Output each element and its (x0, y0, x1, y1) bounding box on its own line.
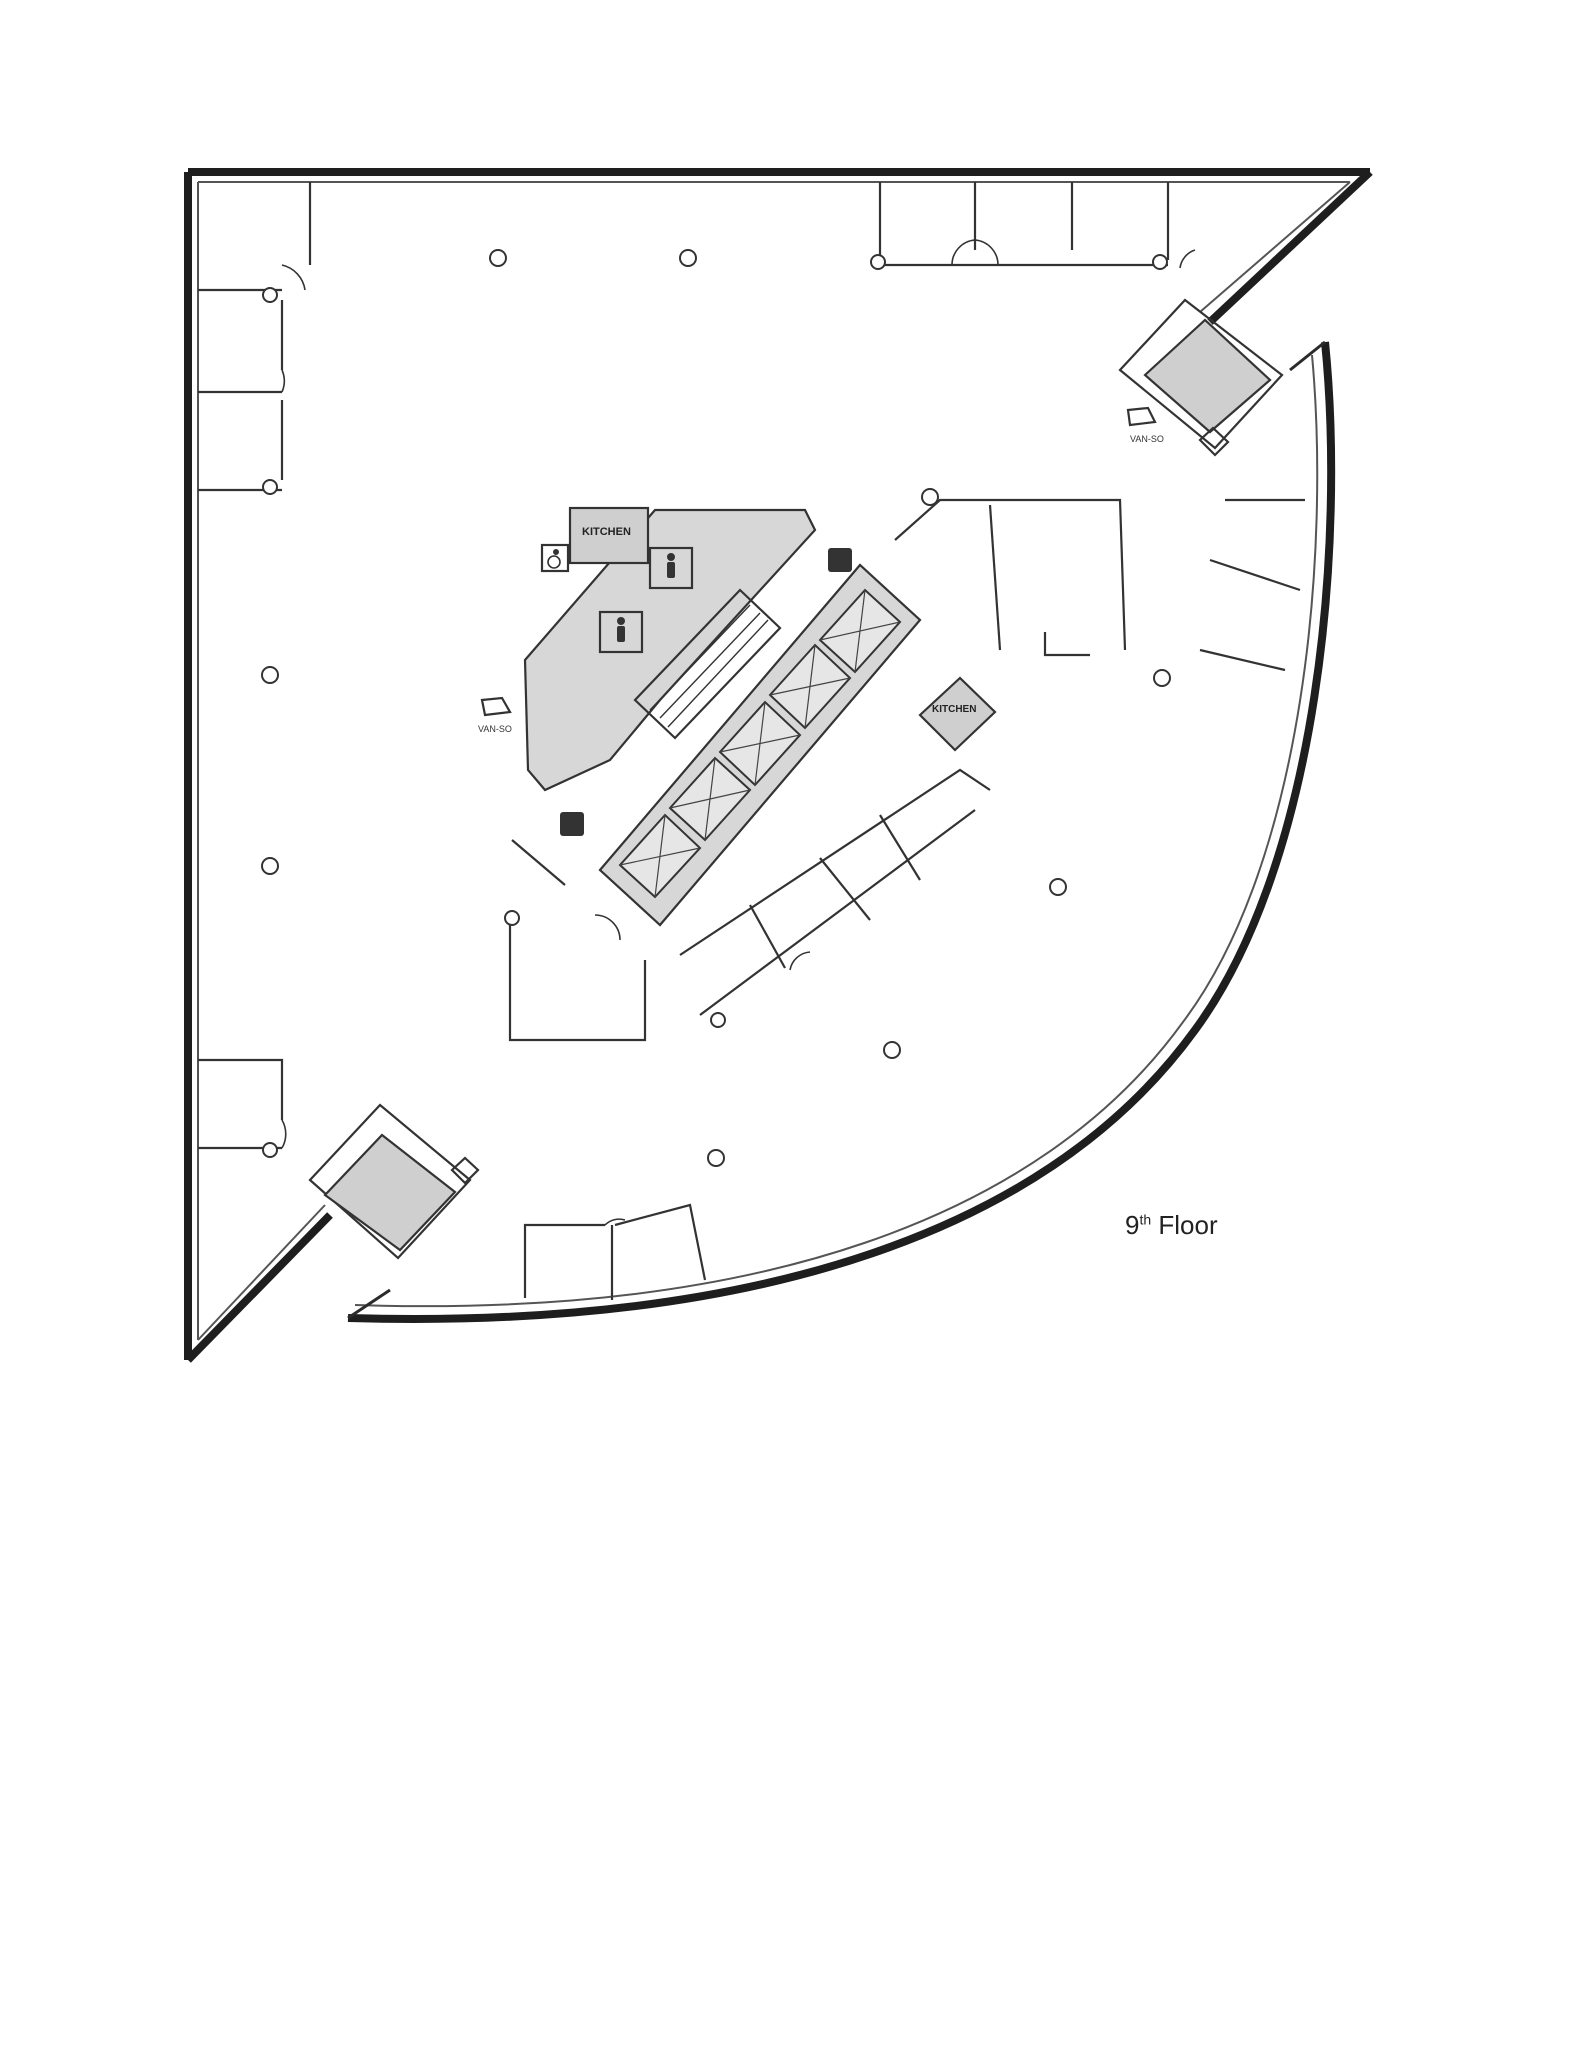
west-offices-north (198, 182, 312, 495)
north-offices (870, 182, 1196, 270)
elevator-bank (618, 588, 902, 899)
kitchen-core-label: KITCHEN (582, 526, 631, 538)
building-columns (261, 249, 1067, 1167)
sw-stair (308, 1103, 480, 1260)
sw-inner-room (504, 839, 647, 1042)
van-sign-w: VAN-SO (478, 696, 512, 734)
floor-label: 9th Floor (1125, 1210, 1218, 1240)
central-core: KITCHEN (523, 506, 922, 927)
core-stair (633, 588, 782, 740)
east-kitchen: KITCHEN (918, 676, 997, 752)
svg-text:VAN-SO: VAN-SO (1130, 434, 1164, 444)
ne-stair (1118, 298, 1284, 457)
restroom-women-icon (617, 617, 625, 642)
extinguisher-icon (560, 812, 584, 836)
extinguisher-icon (828, 548, 852, 572)
van-sign-ne: VAN-SO (1126, 406, 1164, 444)
ne-suite (894, 488, 1305, 687)
wheelchair-icon (540, 543, 570, 573)
west-offices-south (198, 1058, 287, 1158)
exterior-walls (184, 168, 1373, 1363)
south-offices (523, 1203, 707, 1300)
core-kitchen (568, 506, 650, 565)
svg-text:VAN-SO: VAN-SO (478, 724, 512, 734)
inner-offices-east (679, 768, 991, 1028)
restroom-men-icon (667, 553, 675, 578)
kitchen-east-label: KITCHEN (932, 704, 976, 715)
